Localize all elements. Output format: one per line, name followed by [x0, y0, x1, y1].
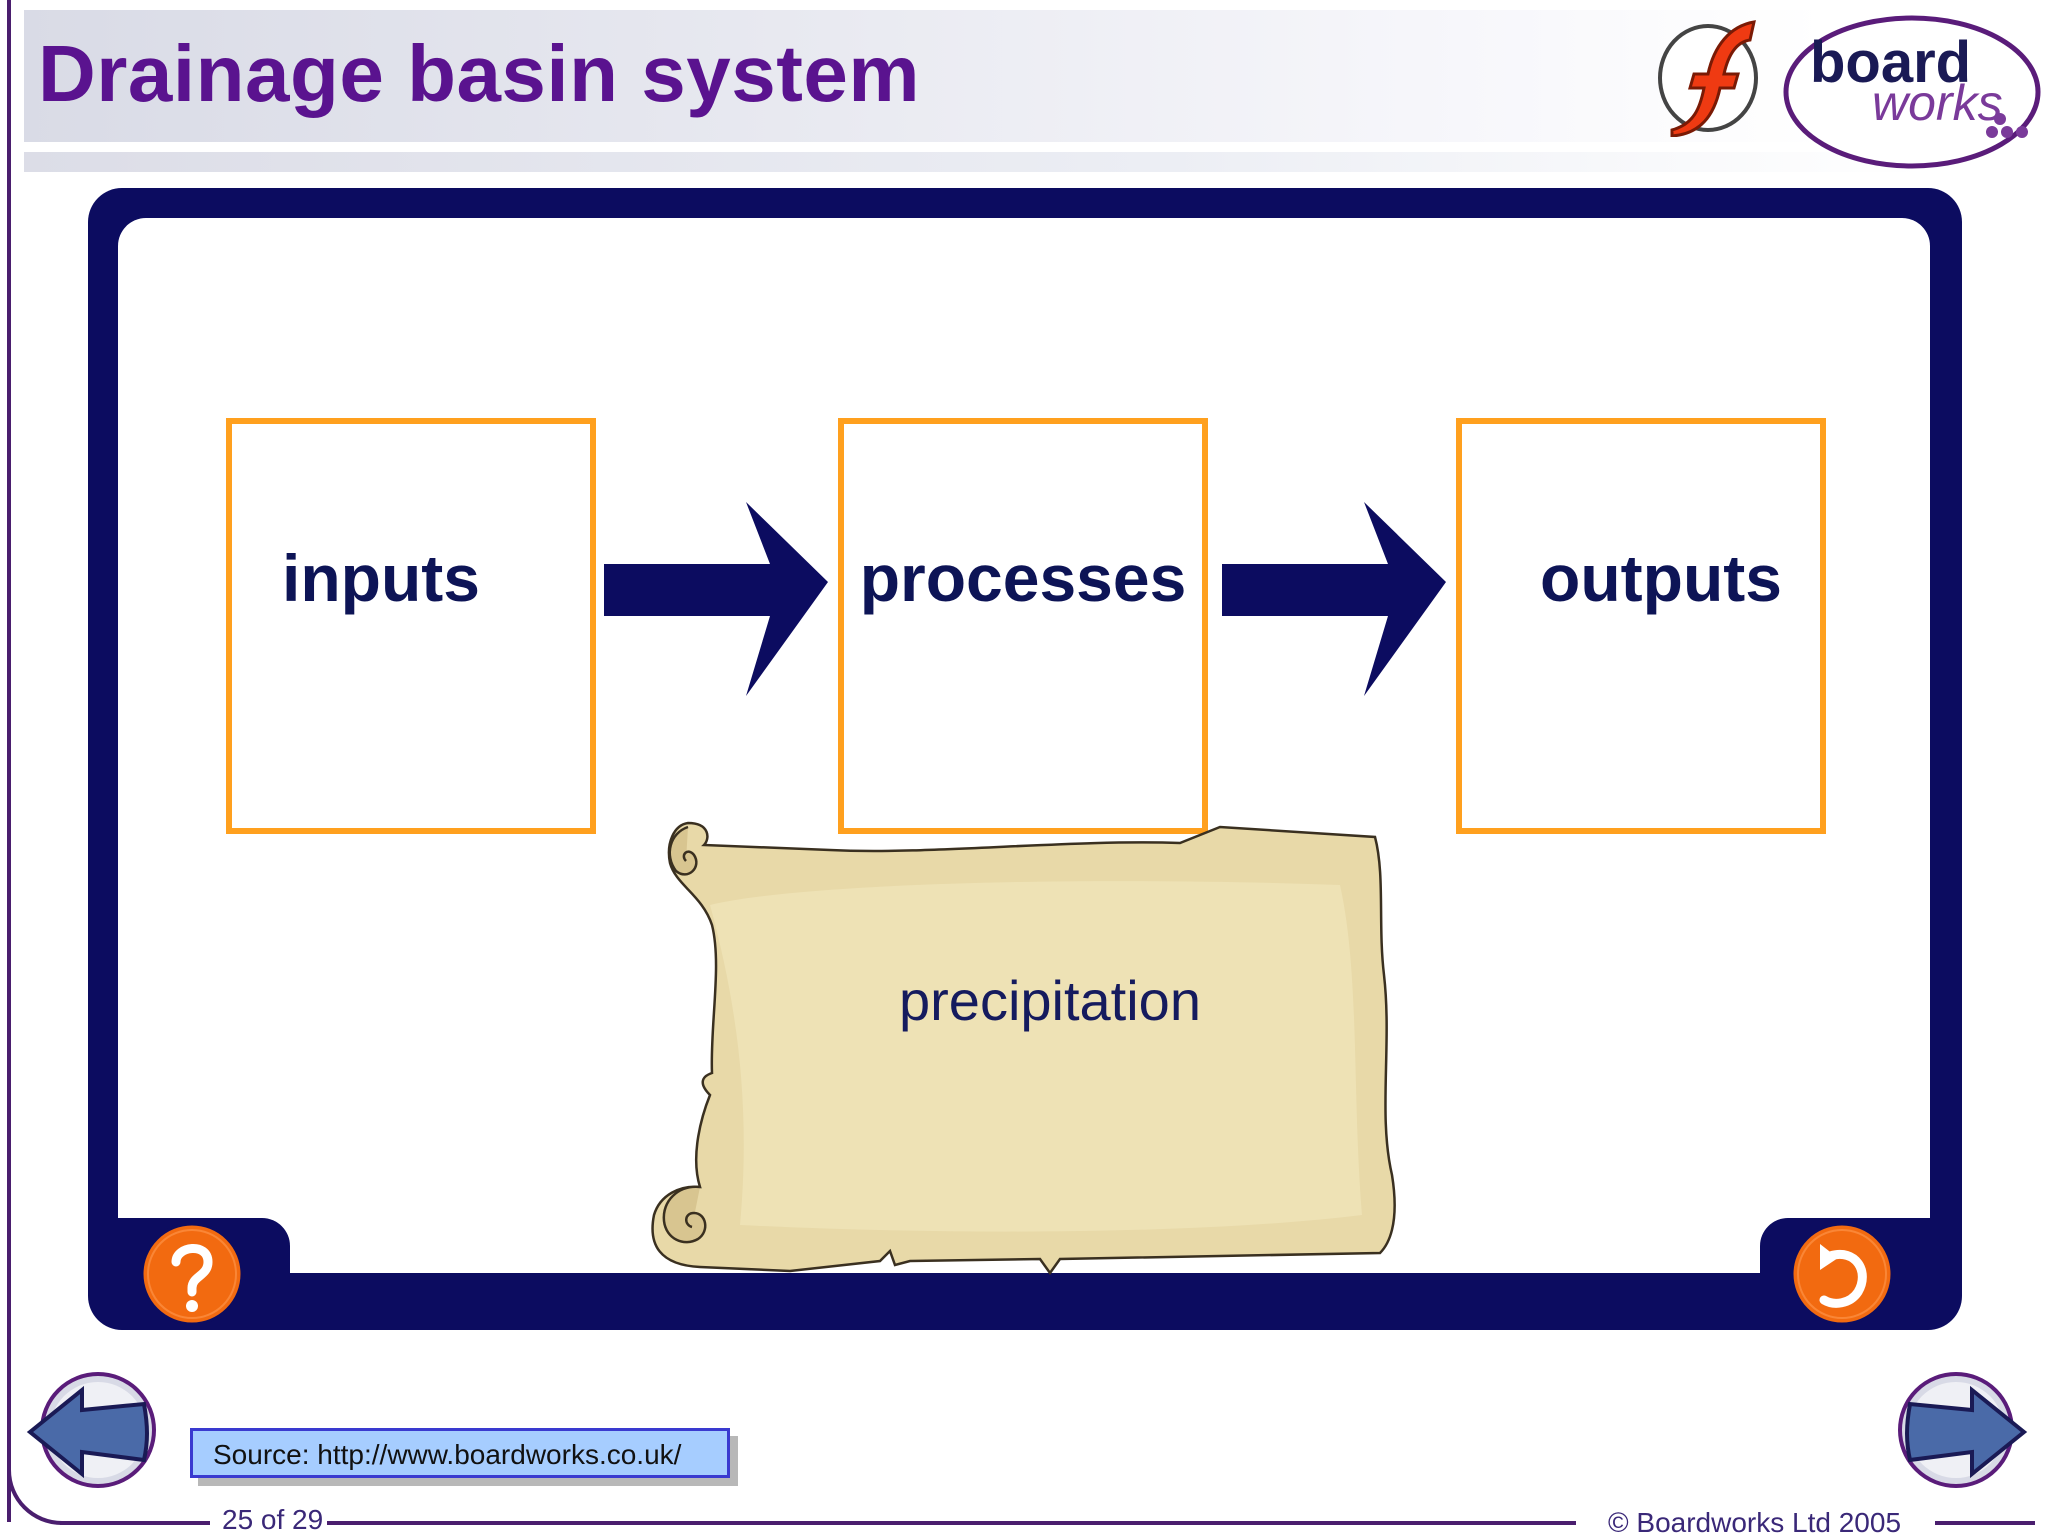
previous-slide-button[interactable]	[24, 1364, 164, 1494]
processes-label: processes	[859, 541, 1187, 615]
arrow-right-icon	[604, 502, 828, 696]
logo-word-board: board	[1810, 30, 1971, 95]
left-arrow-icon	[26, 1385, 149, 1479]
page-indicator: 25 of 29	[218, 1504, 328, 1536]
footer-rule-right	[1935, 1521, 2035, 1525]
footer-rule-middle	[326, 1521, 1576, 1525]
arrow-right-icon	[1222, 502, 1446, 696]
boardworks-logo: board works	[1783, 15, 2041, 169]
outputs-box[interactable]	[1456, 418, 1826, 834]
next-slide-button[interactable]	[1890, 1364, 2030, 1494]
question-icon	[171, 1244, 213, 1312]
left-border-line	[7, 0, 11, 1522]
copyright-notice: © Boardworks Ltd 2005	[1602, 1507, 1908, 1539]
inputs-box[interactable]	[226, 418, 596, 834]
inputs-label: inputs	[282, 541, 480, 615]
processes-box[interactable]	[838, 418, 1208, 834]
source-citation-box: Source: http://www.boardworks.co.uk/	[190, 1428, 730, 1478]
right-arrow-icon	[1905, 1385, 2028, 1479]
logo-word-works: works	[1872, 75, 2003, 131]
title-underbar	[24, 152, 1924, 172]
title-bar	[24, 10, 1824, 142]
scroll-term-label: precipitation	[899, 969, 1201, 1032]
footer-rule-left	[60, 1521, 210, 1525]
parchment-scroll-card[interactable]	[640, 815, 1410, 1275]
help-button[interactable]	[140, 1222, 244, 1326]
page-title: Drainage basin system	[38, 29, 920, 118]
flash-f-icon	[1658, 20, 1758, 137]
outputs-label: outputs	[1540, 541, 1782, 615]
undo-arrow-icon	[1819, 1244, 1867, 1308]
reset-button[interactable]	[1790, 1222, 1894, 1326]
source-citation-text: Source: http://www.boardworks.co.uk/	[213, 1439, 682, 1470]
